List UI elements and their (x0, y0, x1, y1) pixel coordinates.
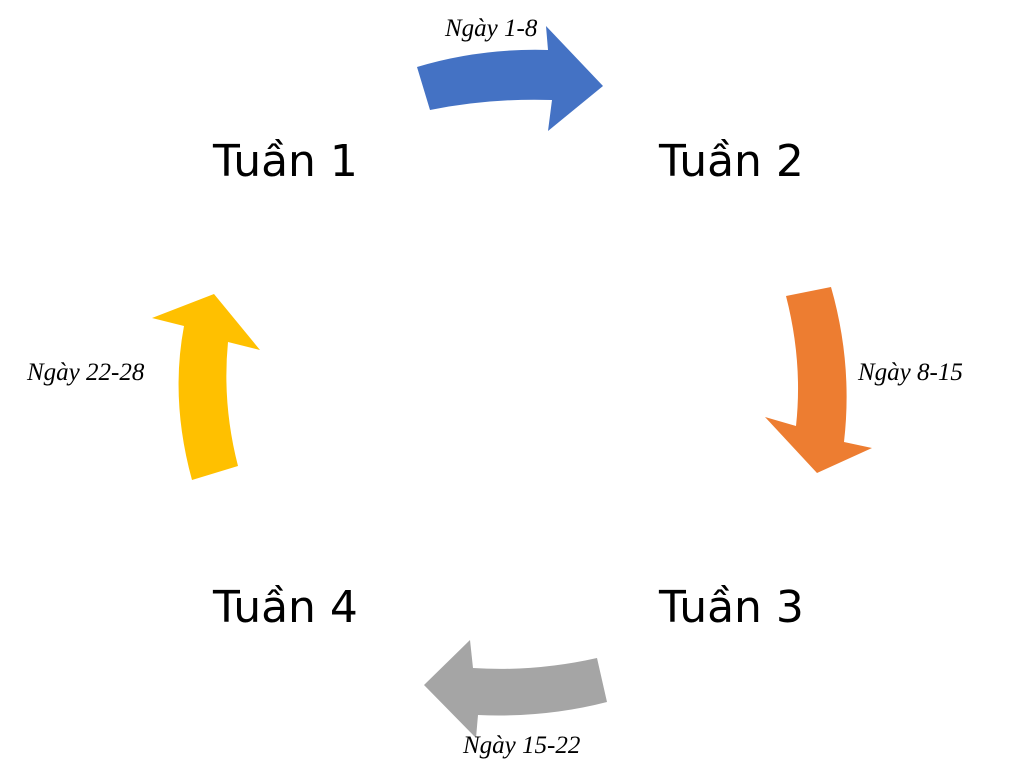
week-1-label: Tuần 1 (213, 136, 358, 187)
range-label-days-22-28: Ngày 22-28 (27, 359, 145, 386)
week-2-label: Tuần 2 (659, 136, 804, 187)
arrow-week4-to-week1 (152, 294, 260, 480)
week-3-label: Tuần 3 (659, 582, 804, 633)
arrow-week2-to-week3 (765, 287, 872, 473)
range-label-days-1-8: Ngày 1-8 (445, 15, 538, 42)
arrow-week3-to-week4 (424, 640, 607, 738)
range-label-days-15-22: Ngày 15-22 (463, 732, 581, 759)
range-label-days-8-15: Ngày 8-15 (858, 359, 963, 386)
week-4-label: Tuần 4 (213, 582, 358, 633)
arrow-week1-to-week2 (417, 26, 603, 131)
